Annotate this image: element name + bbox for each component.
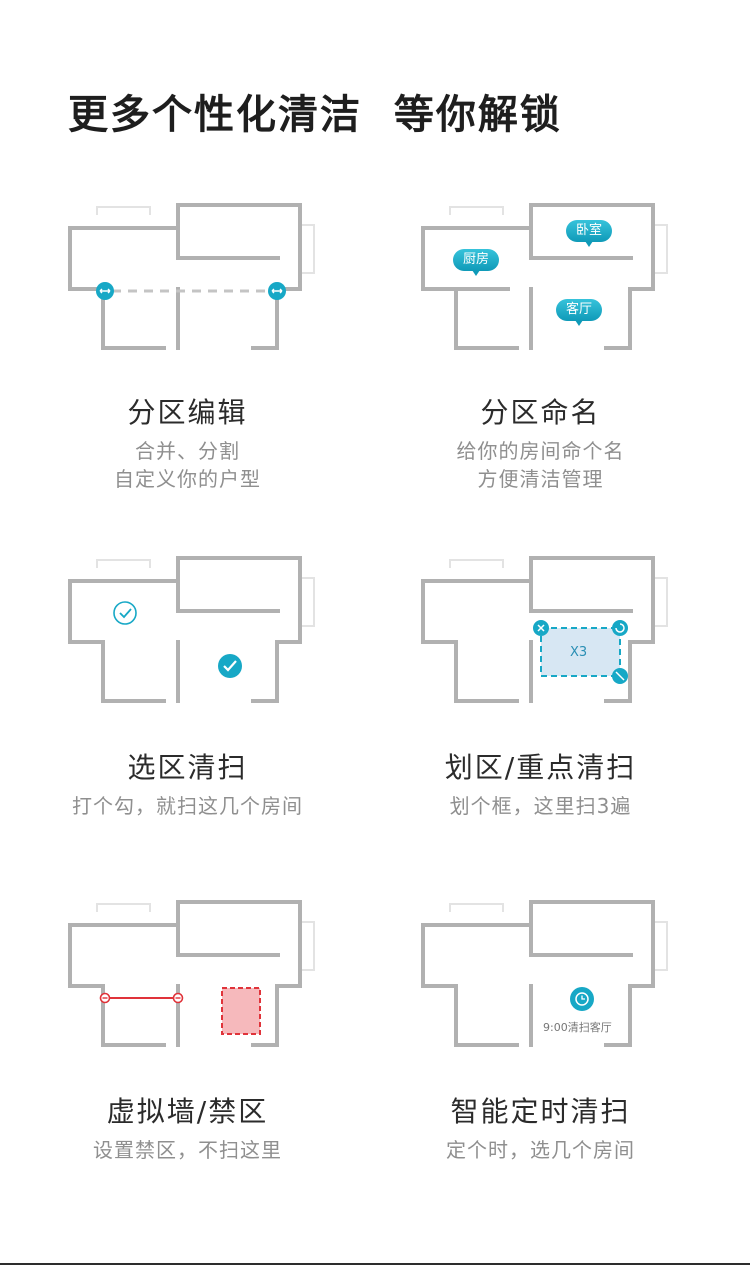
zone-repeat-label: X3 [570, 645, 588, 660]
feature-card-room-select[interactable]: 选区清扫 打个勾，就扫这几个房间 [0, 548, 375, 828]
checkmark-filled-icon [218, 654, 242, 678]
feature-card-virtual-wall[interactable]: 虚拟墙/禁区 设置禁区，不扫这里 [0, 892, 375, 1172]
resize-icon [612, 668, 628, 684]
feature-card-zone-clean[interactable]: X3 划区/重点清扫 划个框，这里扫3遍 [353, 548, 728, 828]
feature-card-scheduled-clean[interactable]: 9:00清扫客厅 智能定时清扫 定个时，选几个房间 [353, 892, 728, 1172]
feature-desc: 划个框，这里扫3遍 [449, 794, 632, 818]
schedule-label: 9:00清扫客厅 [543, 1021, 612, 1034]
feature-title: 分区命名 [480, 396, 601, 429]
feature-title: 分区编辑 [127, 396, 248, 429]
feature-desc: 方便清洁管理 [477, 467, 604, 491]
bottom-divider [0, 1263, 750, 1265]
feature-desc: 打个勾，就扫这几个房间 [72, 794, 303, 818]
room-tag-living-room: 客厅 [556, 299, 603, 326]
feature-desc: 设置禁区，不扫这里 [93, 1138, 282, 1162]
checkmark-outline-icon [113, 601, 137, 625]
floorplan-illustration [421, 900, 668, 1047]
feature-title: 虚拟墙/禁区 [106, 1095, 269, 1128]
floorplan-illustration [68, 203, 315, 350]
virtual-wall-endpoint-icon [172, 992, 184, 1004]
page-title: 更多个性化清洁 等你解锁 [68, 92, 562, 138]
feature-desc: 自定义你的户型 [114, 467, 261, 491]
feature-desc: 给你的房间命个名 [456, 439, 625, 463]
feature-title: 划区/重点清扫 [444, 751, 637, 784]
split-handle-icon [96, 282, 114, 300]
close-icon [533, 620, 549, 636]
feature-desc: 合并、分割 [135, 439, 240, 463]
room-tag-kitchen: 厨房 [453, 249, 500, 276]
floorplan-illustration [68, 556, 315, 703]
floorplan-illustration [421, 556, 668, 703]
floorplan-illustration [421, 203, 668, 350]
feature-desc: 定个时，选几个房间 [446, 1138, 635, 1162]
floorplan-illustration [68, 900, 315, 1047]
alarm-clock-icon [570, 987, 594, 1011]
room-tag-bedroom: 卧室 [566, 220, 613, 247]
split-handle-icon [268, 282, 286, 300]
rotate-icon [612, 620, 628, 636]
feature-title: 选区清扫 [127, 751, 248, 784]
feature-card-partition-edit[interactable]: 分区编辑 合并、分割 自定义你的户型 [0, 195, 375, 505]
feature-title: 智能定时清扫 [450, 1095, 631, 1128]
virtual-wall-endpoint-icon [99, 992, 111, 1004]
feature-card-room-naming[interactable]: 卧室 厨房 客厅 分区命名 给你的房间命个名 方便清洁管理 [353, 195, 728, 505]
